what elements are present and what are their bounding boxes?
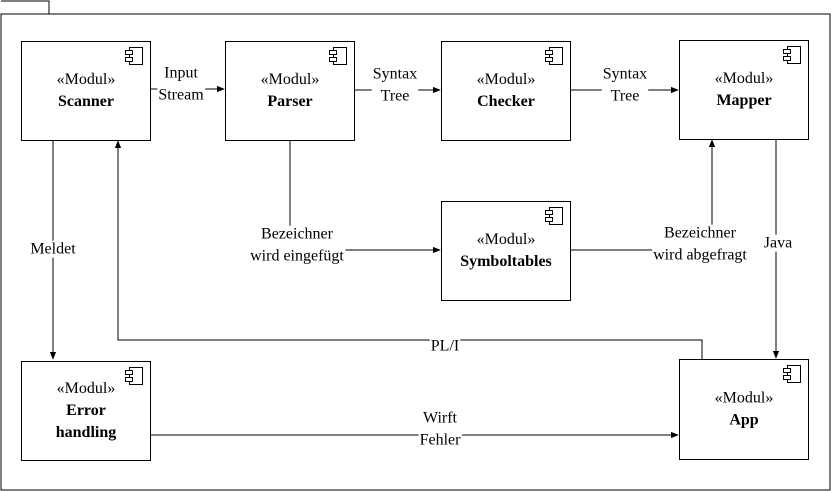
modules: «Modul» Scanner «Modul» Parser «Modul» Checke…	[21, 40, 809, 461]
edge-label: Java	[762, 234, 794, 252]
edge-label-line: Java	[764, 235, 792, 252]
module-name: Mapper	[716, 92, 771, 109]
edge-label-line: Bezeichner	[261, 226, 334, 243]
module-stereotype: «Modul»	[57, 71, 116, 88]
edge-app-scanner: PL/I	[114, 140, 703, 359]
component-icon	[329, 47, 347, 65]
edge-label-bg	[371, 65, 419, 105]
edge-label-line: Syntax	[373, 66, 417, 83]
edge-label-line: Fehler	[420, 432, 462, 449]
edge-label-bg	[249, 225, 346, 265]
edge-label-line: wird abgefragt	[653, 247, 747, 264]
edge-label-line: Meldet	[30, 241, 76, 258]
edge-label: Bezeichner wird abgefragt	[652, 224, 749, 264]
edge-label-line: Bezeichner	[664, 225, 737, 242]
module-checker[interactable]: «Modul» Checker	[441, 41, 571, 141]
edge-label: Meldet	[29, 240, 78, 258]
edge-label-line: Tree	[381, 88, 410, 105]
module-stereotype: «Modul»	[477, 71, 536, 88]
module-app[interactable]: «Modul» App	[679, 359, 809, 460]
edge-label-bg	[157, 64, 206, 104]
module-name: Checker	[477, 93, 535, 110]
edge-label-bg	[418, 409, 463, 449]
module-error[interactable]: «Modul» Error handling	[21, 361, 151, 461]
module-stereotype: «Modul»	[57, 380, 116, 397]
edge-label-line: wird eingefügt	[250, 248, 344, 265]
edge-label: Bezeichner wird eingefügt	[249, 225, 346, 265]
edge-label-line: Syntax	[603, 66, 647, 83]
component-icon	[545, 47, 563, 65]
edge-label: PL/I	[429, 337, 461, 355]
module-name: Error	[66, 402, 106, 419]
module-scanner[interactable]: «Modul» Scanner	[21, 41, 151, 141]
module-stereotype: «Modul»	[477, 231, 536, 248]
component-icon	[783, 365, 801, 383]
edge-label-line: Tree	[611, 88, 640, 105]
edge-label-bg	[429, 337, 461, 355]
module-name: Scanner	[58, 93, 114, 110]
component-icon	[125, 367, 143, 385]
module-symboltables[interactable]: «Modul» Symboltables	[441, 201, 571, 301]
edges: InputStreamSyntaxTreeSyntaxTreeBezeichne…	[29, 64, 794, 449]
module-stereotype: «Modul»	[261, 71, 320, 88]
edge-label-bg	[762, 234, 794, 252]
module-parser[interactable]: «Modul» Parser	[225, 41, 355, 141]
module-name: App	[729, 412, 758, 429]
edge-parser-symboltables: Bezeichner wird eingefügt	[249, 140, 441, 265]
edge-label-line: Wirft	[423, 410, 458, 427]
module-name: Symboltables	[460, 253, 552, 270]
edge-line	[114, 140, 703, 359]
module-mapper[interactable]: «Modul» Mapper	[679, 40, 809, 140]
edge-label-line: PL/I	[431, 338, 459, 355]
component-icon	[125, 47, 143, 65]
edge-label-bg	[652, 224, 749, 264]
module-name: handling	[56, 424, 116, 441]
edge-label-bg	[29, 240, 78, 258]
edge-scanner-error: Meldet	[29, 140, 78, 360]
component-icon	[545, 207, 563, 225]
edge-label-bg	[601, 65, 649, 105]
component-icon	[783, 46, 801, 64]
edge-symboltables-mapper: Bezeichner wird abgefragt	[570, 139, 749, 264]
edge-label-line: Stream	[158, 87, 204, 104]
edge-mapper-app: Java	[762, 140, 794, 359]
edge-label-line: Input	[164, 65, 198, 82]
module-stereotype: «Modul»	[715, 390, 774, 407]
module-name: Parser	[267, 93, 312, 110]
module-stereotype: «Modul»	[715, 70, 774, 87]
